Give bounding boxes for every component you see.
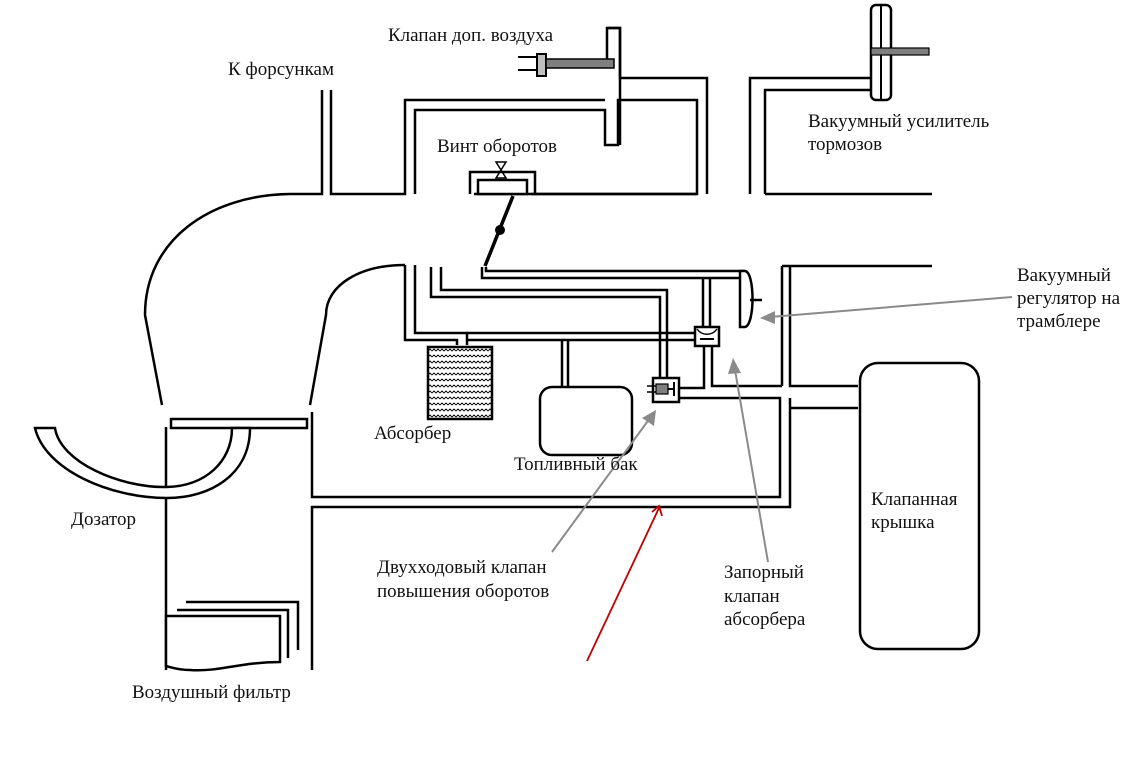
pointer-arrows — [551, 296, 1013, 563]
label-distributor-2: регулятор на — [1017, 288, 1121, 309]
label-brake-booster-1: Вакуумный усилитель — [808, 111, 990, 132]
extra-air-valve — [518, 26, 622, 145]
label-shutoff-valve-1: Запорный — [724, 562, 804, 583]
absorber-shutoff-valve — [693, 325, 721, 348]
absorber — [426, 345, 494, 421]
intake-manifold — [143, 26, 932, 406]
label-absorber: Абсорбер — [374, 423, 451, 444]
label-idle-screw: Винт оборотов — [437, 136, 557, 157]
label-extra-air-valve: Клапан доп. воздуха — [388, 25, 554, 46]
label-distributor-1: Вакуумный — [1017, 265, 1111, 286]
fuel-tank — [538, 385, 634, 457]
label-air-filter: Воздушный фильтр — [132, 682, 291, 703]
label-shutoff-valve-3: абсорбера — [724, 609, 806, 630]
valve-cover — [858, 361, 981, 651]
metering-unit — [33, 417, 309, 500]
vacuum-lines — [164, 265, 858, 670]
distributor-vacuum-regulator — [738, 269, 762, 329]
label-two-way-valve-1: Двухходовый клапан — [377, 557, 547, 578]
label-two-way-valve-2: повышения оборотов — [377, 581, 549, 602]
annotation-arrow — [586, 504, 663, 662]
air-filter — [164, 600, 300, 672]
label-fuel-tank: Топливный бак — [514, 454, 638, 475]
label-shutoff-valve-2: клапан — [724, 586, 780, 607]
label-valve-cover-1: Клапанная — [871, 489, 958, 510]
label-distributor-3: трамблере — [1017, 311, 1101, 332]
idle-screw — [468, 161, 537, 267]
label-metering-unit: Дозатор — [71, 509, 136, 530]
label-injectors: К форсункам — [228, 59, 334, 80]
brake-booster — [869, 3, 930, 102]
two-way-valve — [647, 376, 681, 404]
label-brake-booster-2: тормозов — [808, 134, 882, 155]
label-valve-cover-2: крышка — [871, 512, 935, 533]
